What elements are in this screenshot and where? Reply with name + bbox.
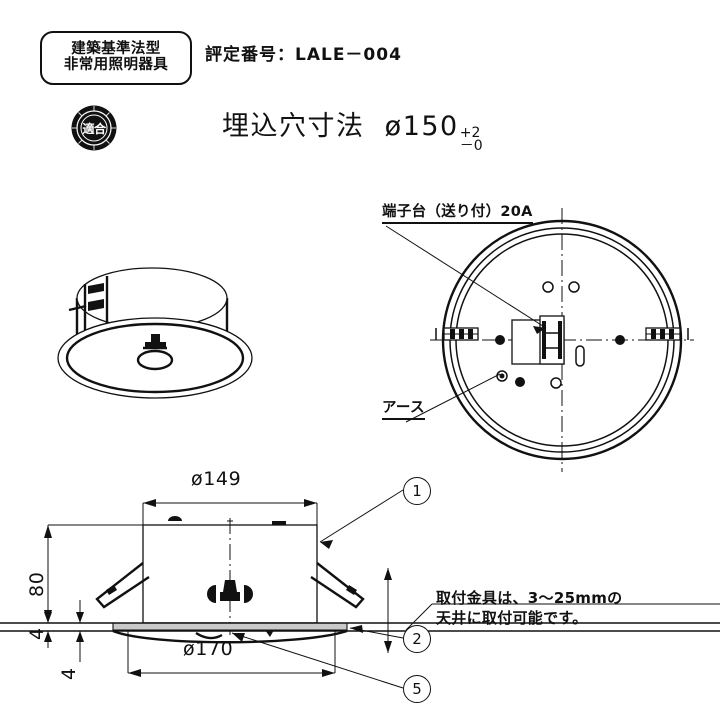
callout-balloon-2: 2 bbox=[403, 625, 431, 653]
mounting-note-line-2: 天井に取付可能です。 bbox=[436, 609, 588, 628]
top-plan-view: 端子台（送り付）20A アース bbox=[380, 200, 710, 472]
embedded-hole-dimension: 埋込穴寸法 ø150+2－0 bbox=[222, 104, 483, 154]
hole-tolerance: +2－0 bbox=[459, 125, 483, 155]
hole-diameter-symbol: ø bbox=[384, 111, 403, 142]
hole-dimension-label: 埋込穴寸法 bbox=[222, 111, 365, 142]
conformity-seal-icon: 適合 bbox=[70, 104, 118, 152]
flange-thickness-dimension-1: 4 bbox=[26, 627, 48, 640]
flange-thickness-dimension-2: 4 bbox=[58, 667, 80, 680]
cert-box-line-2: 非常用照明器具 bbox=[63, 57, 169, 73]
cert-box-line-1: 建築基準法型 bbox=[71, 41, 161, 58]
tolerance-lower: －0 bbox=[459, 138, 483, 155]
conformity-seal-text: 適合 bbox=[82, 121, 106, 136]
mounting-note: 取付金具は、3〜25mmの 天井に取付可能です。 bbox=[436, 588, 622, 629]
callout-balloon-5: 5 bbox=[403, 675, 431, 703]
certification-type-box: 建築基準法型 非常用照明器具 bbox=[40, 31, 192, 85]
isometric-view bbox=[55, 240, 285, 400]
tolerance-upper: +2 bbox=[459, 125, 481, 141]
body-height-dimension: 80 bbox=[26, 571, 48, 597]
section-view: ø149 ø170 80 4 4 取付金具は、3〜25mmの 天井に取付可能です… bbox=[0, 468, 720, 720]
outer-diameter-dimension: ø149 bbox=[191, 468, 242, 490]
earth-label: アース bbox=[382, 396, 425, 420]
callout-balloon-1: 1 bbox=[403, 477, 431, 505]
evaluation-number-label: 評定番号：LALE－004 bbox=[205, 45, 402, 65]
terminal-block-label: 端子台（送り付）20A bbox=[382, 200, 533, 224]
hole-diameter-value: 150 bbox=[402, 111, 459, 142]
mounting-note-line-1: 取付金具は、3〜25mmの bbox=[436, 589, 623, 607]
flange-diameter-dimension: ø170 bbox=[183, 638, 234, 660]
